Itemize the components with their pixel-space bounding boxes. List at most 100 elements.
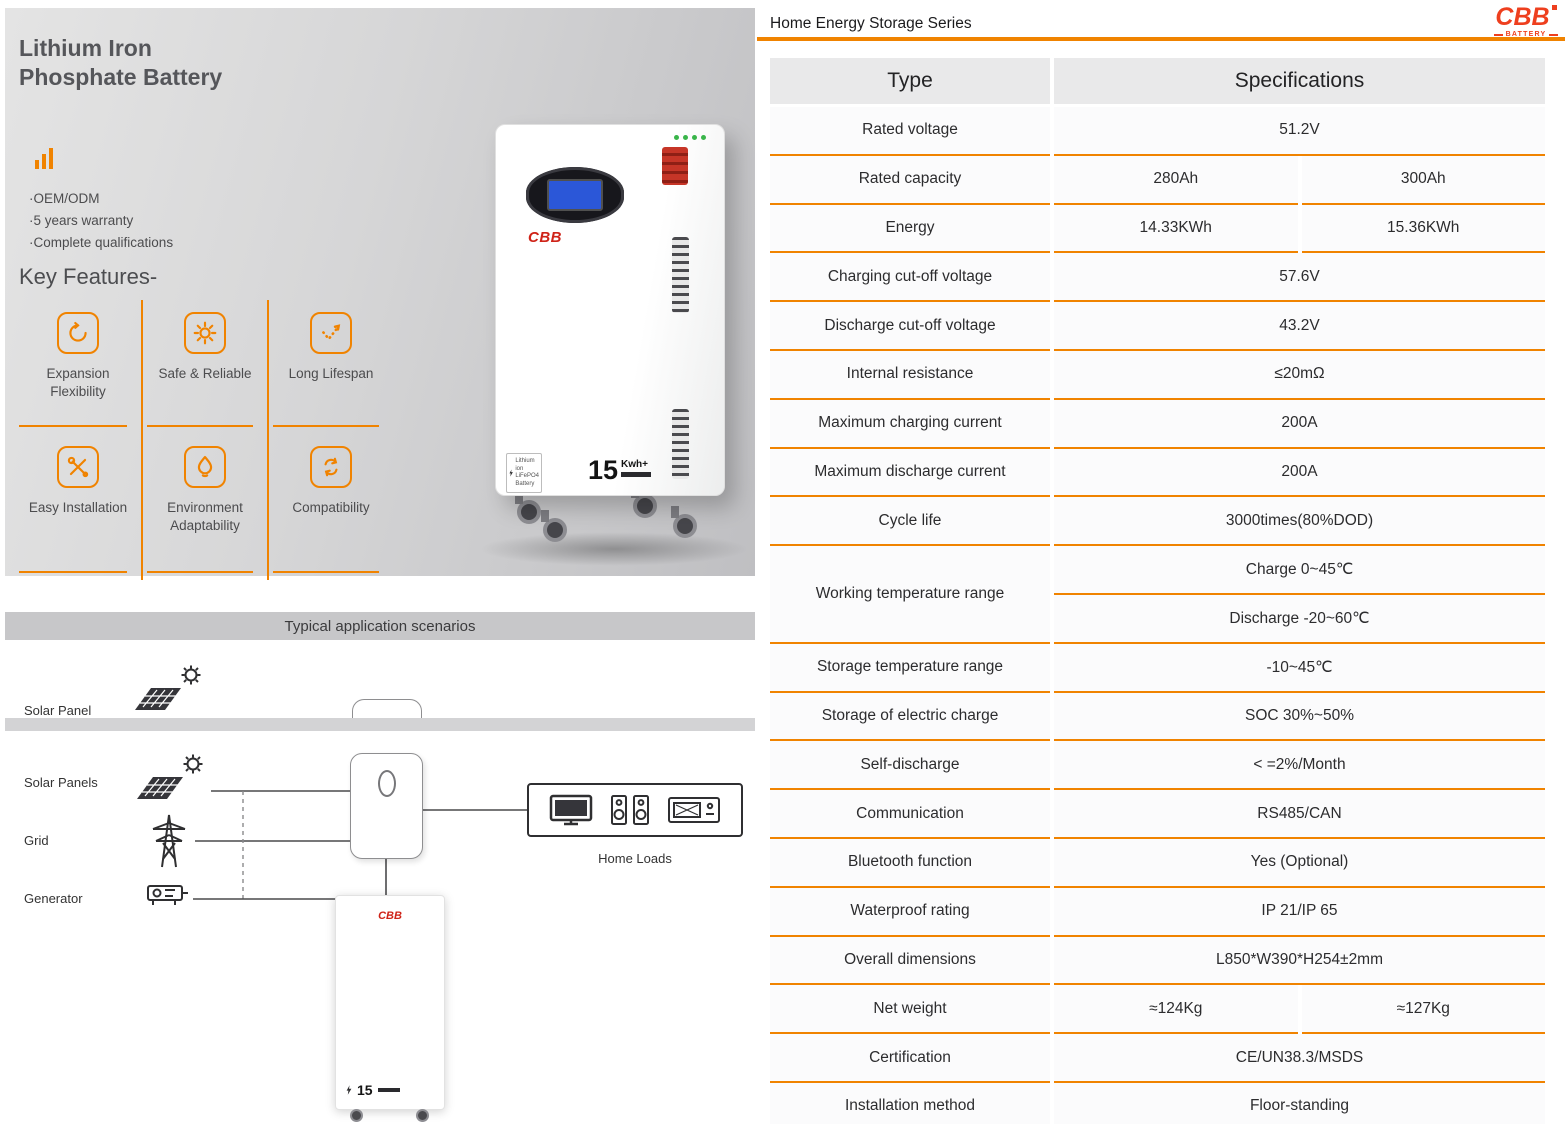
- power-connector: [662, 147, 688, 185]
- feature-item: Expansion Flexibility: [15, 300, 141, 434]
- page-title: Lithium Iron Phosphate Battery: [19, 34, 222, 92]
- battery-capacity-value: 15: [357, 1082, 373, 1098]
- spec-type-cell: Charging cut-off voltage: [770, 253, 1050, 303]
- capacity-mark: 15 Kwh+: [588, 455, 652, 485]
- feature-underline: [19, 425, 127, 427]
- solar-panel-icon: [137, 754, 203, 799]
- partial-inverter-icon: [352, 699, 422, 718]
- spec-value-cell: IP 21/IP 65: [1054, 887, 1545, 937]
- battery-capacity-bar: [377, 1088, 400, 1092]
- product-spec-label: Lithium ion LiFePO4 Battery: [506, 453, 542, 493]
- home-loads-box: [527, 783, 743, 837]
- feature-item: Long Lifespan: [267, 300, 393, 434]
- generator-label: Generator: [24, 891, 83, 906]
- battery-capacity-mark: 15: [346, 1082, 400, 1098]
- capacity-value: 15: [588, 455, 619, 485]
- spec-value-cell: L850*W390*H254±2mm: [1054, 936, 1545, 986]
- spec-value-cell: 43.2V: [1054, 302, 1545, 351]
- scenario-header-text: Typical application scenarios: [284, 617, 476, 635]
- battery-brand-logo: CBB: [378, 910, 402, 922]
- spec-type-cell: Net weight: [770, 985, 1050, 1035]
- hero-bullet: ·OEM/ODM: [29, 191, 100, 206]
- battery-cabinet: CBB Lithium ion LiFePO4 Battery 15 Kwh+: [495, 124, 725, 496]
- feature-underline: [19, 571, 127, 573]
- caster-wheel: [541, 510, 567, 542]
- logo-sub-text: BATTERY: [1490, 31, 1562, 38]
- tv-icon: [549, 794, 593, 826]
- feature-item: Compatibility: [267, 434, 393, 580]
- spec-value-cell: 51.2V: [1054, 107, 1545, 156]
- feature-underline: [273, 571, 379, 573]
- solar-panel-icon: [135, 665, 201, 710]
- long-lifespan-icon: [310, 312, 352, 354]
- feature-grid: Expansion Flexibility Safe & Reliable Long…: [15, 300, 393, 580]
- spec-value-cell: ≈127Kg: [1301, 985, 1545, 1035]
- capacity-bar: [621, 472, 652, 477]
- spec-value-cell: Yes (Optional): [1054, 838, 1545, 888]
- logo-brand-text: CBB: [1490, 5, 1562, 30]
- bolt-icon: [509, 469, 513, 477]
- compatibility-icon: [310, 446, 352, 488]
- vent-slots-icon: [672, 237, 689, 313]
- diagram-battery: CBB 15: [335, 895, 445, 1122]
- grid-tower-icon: [152, 814, 186, 868]
- floor-shadow: [479, 532, 749, 566]
- feature-item: Safe & Reliable: [141, 300, 267, 434]
- safe-reliable-icon: [184, 312, 226, 354]
- scenario-header-bar: Typical application scenarios: [5, 612, 755, 640]
- feature-underline: [273, 425, 379, 427]
- spec-table-header: Type Specifications: [770, 58, 1545, 104]
- spec-row: Internal resistance≤20mΩ: [770, 350, 1545, 400]
- hero-bullet-list: ·OEM/ODM·5 years warranty·Complete quali…: [29, 188, 173, 254]
- spec-value-cell: 200A: [1054, 399, 1545, 449]
- spec-type-cell: Rated voltage: [770, 107, 1050, 156]
- bolt-icon: [346, 1085, 352, 1095]
- spec-type-cell: Waterproof rating: [770, 887, 1050, 937]
- microwave-icon: [668, 797, 720, 823]
- expansion-flexibility-icon: [57, 312, 99, 354]
- feature-label: Easy Installation: [28, 500, 128, 515]
- spec-type-cell: Bluetooth function: [770, 838, 1050, 888]
- spec-value-cell: 300Ah: [1301, 155, 1545, 205]
- spec-row: Storage temperature range-10~45℃: [770, 643, 1545, 693]
- spec-value-cell: 15.36KWh: [1301, 204, 1545, 254]
- orange-rule: [757, 37, 1565, 41]
- vent-slots-icon: [672, 409, 689, 479]
- spec-value-cell: Floor-standing: [1054, 1082, 1545, 1124]
- easy-installation-icon: [57, 446, 99, 488]
- spec-value-cell: 3000times(80%DOD): [1054, 497, 1545, 547]
- feature-label: Safe & Reliable: [158, 366, 252, 381]
- spec-value-cell: SOC 30%~50%: [1054, 692, 1545, 742]
- title-line-1: Lithium Iron: [19, 35, 152, 61]
- feature-label: Compatibility: [292, 500, 370, 515]
- spec-value-cell: 57.6V: [1054, 253, 1545, 303]
- spec-type-cell: Communication: [770, 790, 1050, 839]
- spec-value-cell: RS485/CAN: [1054, 790, 1545, 839]
- spec-type-cell: Overall dimensions: [770, 936, 1050, 986]
- spec-value-cell: Charge 0~45℃: [1054, 546, 1545, 595]
- spec-type-cell: Internal resistance: [770, 350, 1050, 400]
- caster-wheel: [416, 1109, 429, 1122]
- feature-underline: [147, 571, 253, 573]
- caster-wheel: [515, 492, 541, 524]
- scenario-partial-strip: Solar Panel: [5, 640, 755, 718]
- environment-adaptability-icon: [184, 446, 226, 488]
- spec-type-cell: Storage temperature range: [770, 643, 1050, 693]
- caster-wheel: [671, 506, 697, 538]
- spec-type-cell: Storage of electric charge: [770, 692, 1050, 742]
- product-render: CBB Lithium ion LiFePO4 Battery 15 Kwh+: [479, 116, 755, 572]
